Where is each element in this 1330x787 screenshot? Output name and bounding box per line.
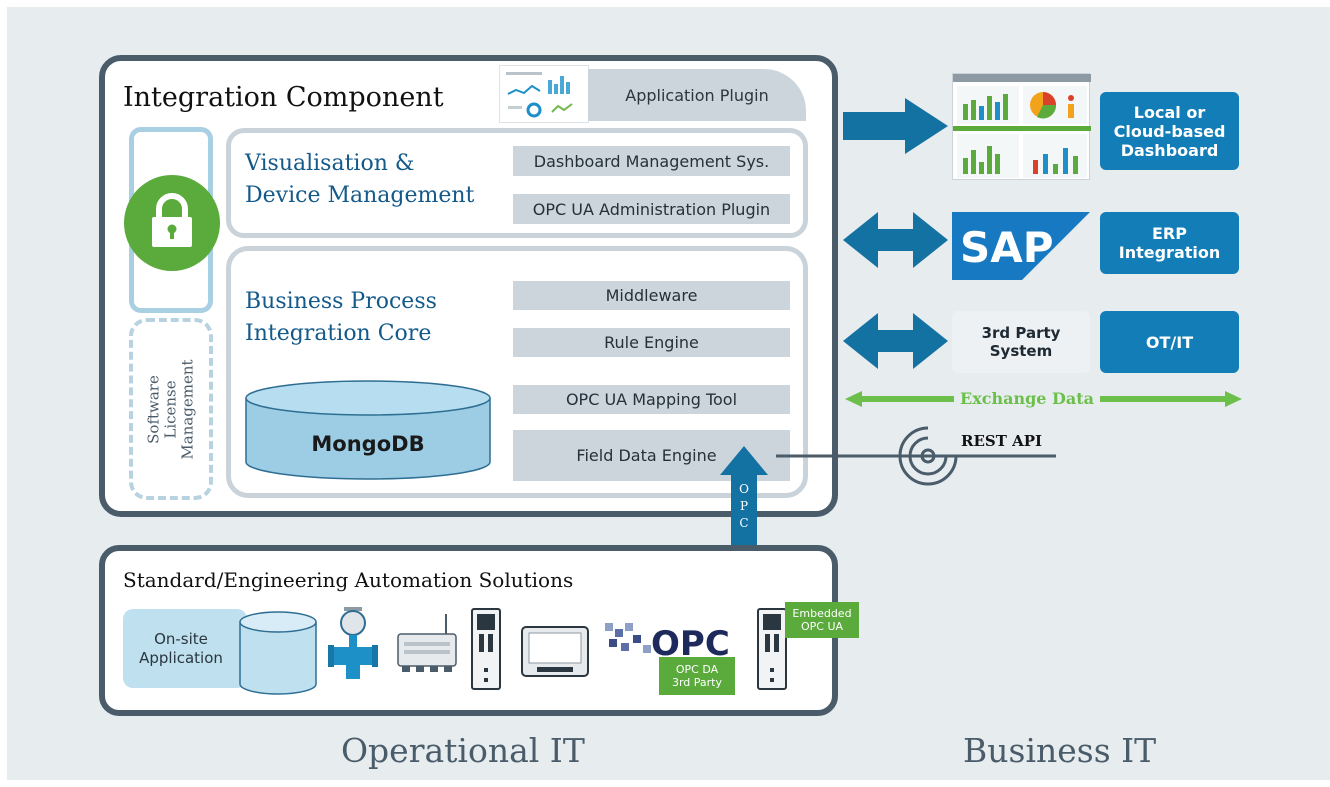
opc-logo-text: OPC xyxy=(651,624,730,661)
onsite-line-1: On-site xyxy=(154,629,208,648)
rest-api-label: REST API xyxy=(961,432,1043,450)
integration-core-title-line-1: Business Process xyxy=(245,289,437,314)
opc-da-third-party-tag: OPC DA 3rd Party xyxy=(659,657,735,695)
exchange-data-label: Exchange Data xyxy=(954,389,1101,408)
dashboard-line-2: Cloud-based xyxy=(1113,121,1226,141)
embedded-line-2: OPC UA xyxy=(800,620,844,633)
integration-component-title: Integration Component xyxy=(123,82,444,113)
security-badge xyxy=(124,175,220,271)
dashboard-line-1: Local or xyxy=(1133,102,1206,122)
mongodb-database xyxy=(245,378,491,480)
opc-letter-o: O xyxy=(739,482,749,496)
mongodb-label: MongoDB xyxy=(311,432,425,456)
dashboard-line-3: Dashboard xyxy=(1120,140,1219,160)
third-party-double-arrow xyxy=(843,313,948,369)
opc-logo-icon: OPC xyxy=(605,623,730,664)
license-frame xyxy=(129,318,213,500)
erp-line-2: Integration xyxy=(1118,243,1221,262)
erp-line-1: ERP xyxy=(1152,224,1187,243)
visualisation-title: Visualisation & Device Management xyxy=(245,148,474,212)
integration-core-title-line-2: Integration Core xyxy=(245,321,432,346)
embedded-line-1: Embedded xyxy=(792,607,852,620)
erp-integration-box: ERP Integration xyxy=(1100,212,1239,274)
opc-ua-mapping-tool-box: OPC UA Mapping Tool xyxy=(513,385,790,414)
onsite-line-2: Application xyxy=(139,648,223,667)
third-party-system-box: 3rd Party System xyxy=(952,311,1090,373)
controller-device-icon xyxy=(471,608,501,690)
sap-logo: SAP xyxy=(952,212,1090,280)
dashboard-management-box: Dashboard Management Sys. xyxy=(513,146,790,176)
opc-letter-p: P xyxy=(739,499,749,513)
opc-ua-admin-plugin-box: OPC UA Administration Plugin xyxy=(513,194,790,224)
visualisation-title-line-2: Device Management xyxy=(245,183,475,208)
third-party-line-1: 3rd Party xyxy=(981,324,1061,342)
lock-icon xyxy=(152,193,192,247)
opc-da-line-1: OPC DA xyxy=(675,663,719,676)
gateway-device-icon xyxy=(394,612,460,676)
onsite-database-icon xyxy=(238,610,318,696)
dashboard-thumbnail xyxy=(952,73,1091,180)
application-plugin-thumbnail xyxy=(499,65,589,123)
embedded-opc-ua-tag: Embedded OPC UA xyxy=(785,602,859,638)
onsite-application-box: On-site Application xyxy=(123,609,247,688)
business-it-label: Business IT xyxy=(963,731,1157,770)
flowmeter-device-icon xyxy=(326,605,380,681)
visualisation-title-line-1: Visualisation & xyxy=(245,151,415,176)
database-cylinder-icon xyxy=(245,380,491,480)
opc-letter-c: C xyxy=(739,516,749,530)
dashboard-box: Local or Cloud-based Dashboard xyxy=(1100,92,1239,170)
display-recorder-icon xyxy=(521,626,589,677)
dashboard-arrow xyxy=(843,98,948,154)
sap-logo-icon: SAP xyxy=(952,212,1090,280)
ot-it-box: OT/IT xyxy=(1100,311,1239,373)
integration-core-title: Business Process Integration Core xyxy=(245,286,437,350)
rule-engine-box: Rule Engine xyxy=(513,328,790,357)
opc-logo: OPC xyxy=(601,617,731,664)
third-party-line-2: System xyxy=(989,342,1053,360)
rest-api-signal-icon xyxy=(920,448,936,464)
automation-solutions-title: Standard/Engineering Automation Solution… xyxy=(123,568,574,592)
sap-logo-text: SAP xyxy=(960,223,1054,272)
middleware-box: Middleware xyxy=(513,281,790,310)
opc-da-line-2: 3rd Party xyxy=(671,676,723,689)
application-plugin-tab: Application Plugin xyxy=(588,69,806,121)
embedded-controller-icon xyxy=(757,608,787,690)
erp-double-arrow xyxy=(843,212,948,268)
operational-it-label: Operational IT xyxy=(341,731,585,770)
